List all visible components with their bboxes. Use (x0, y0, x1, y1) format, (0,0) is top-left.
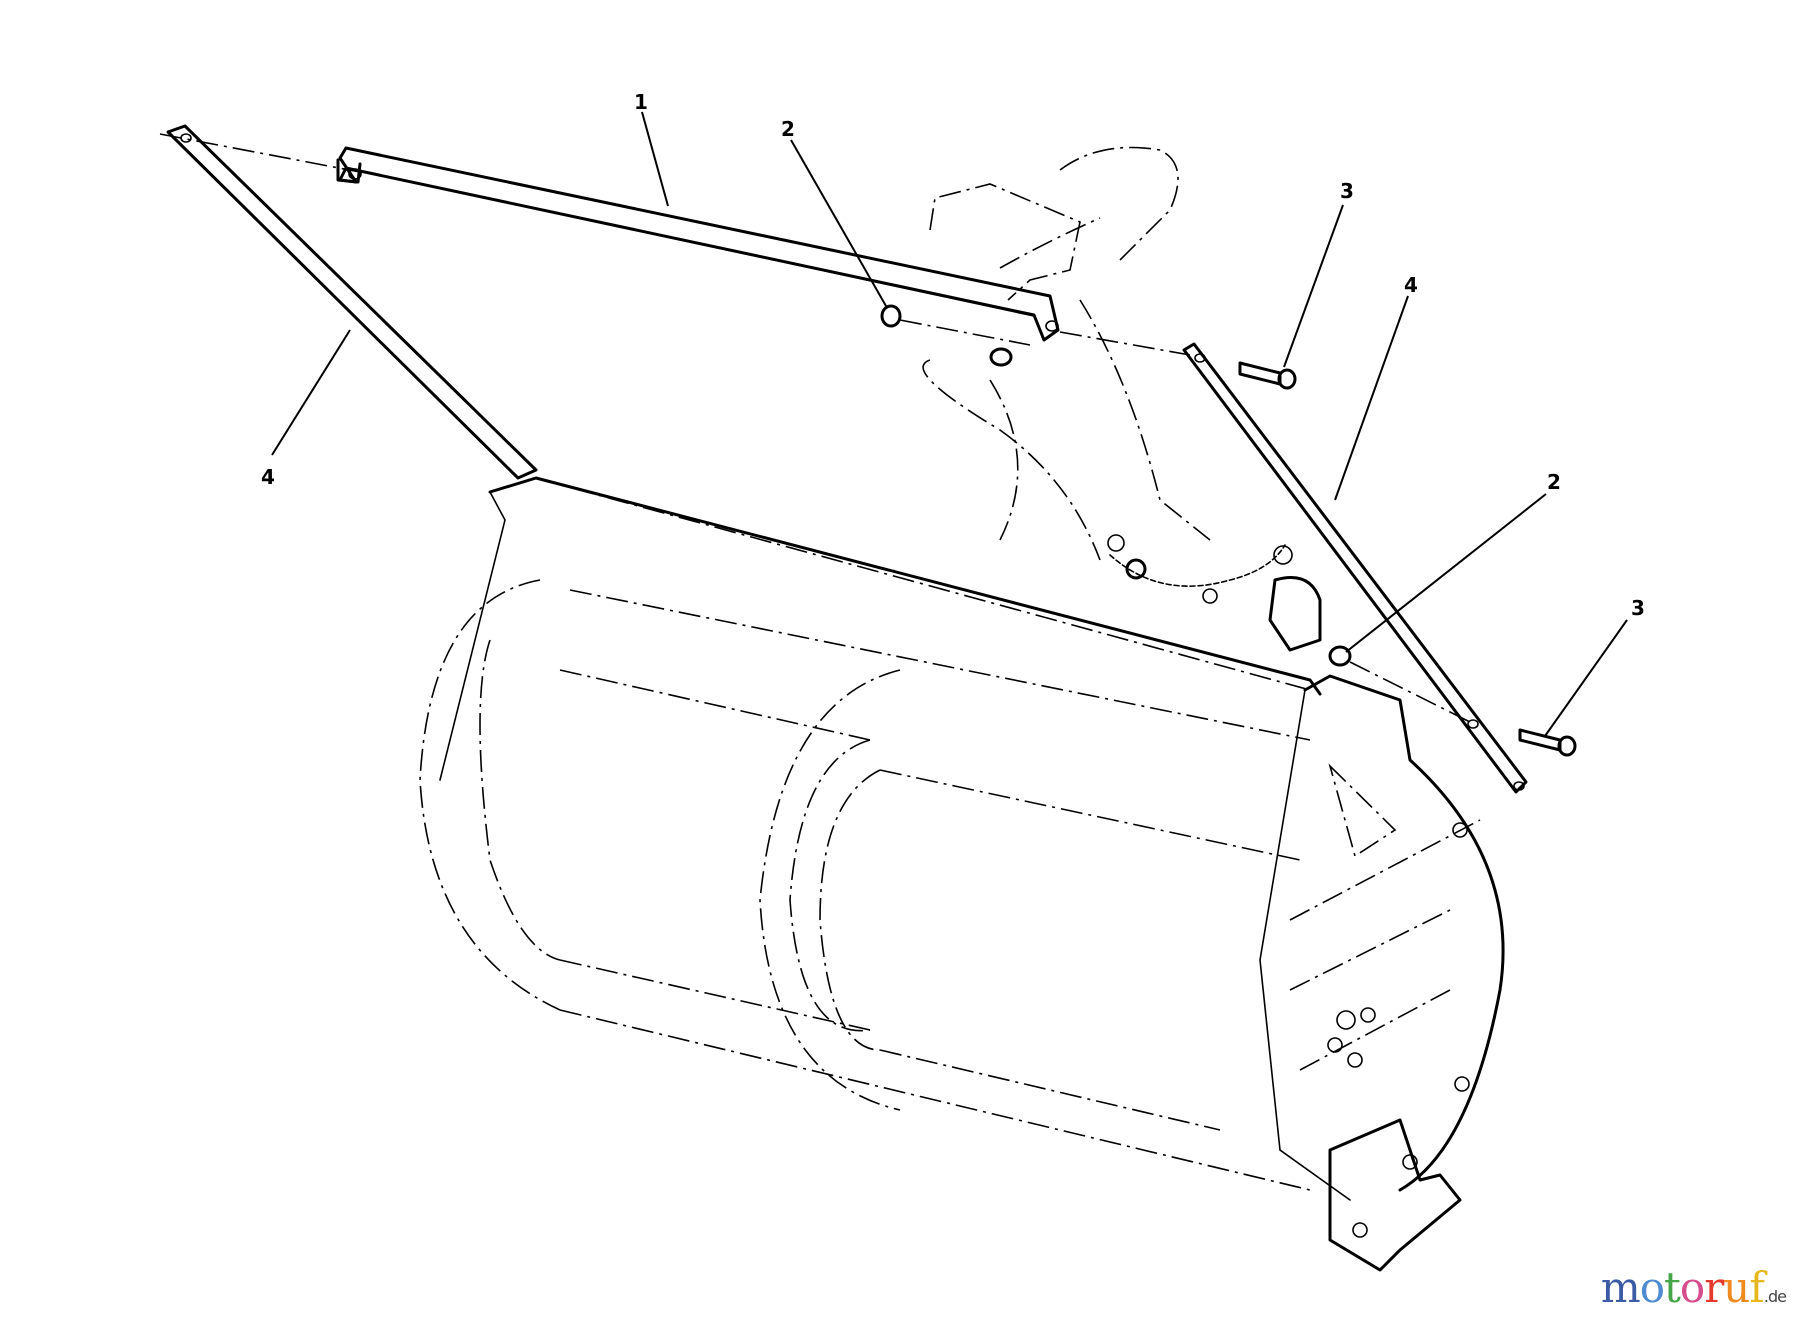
callout-2-top: 2 (781, 117, 795, 141)
watermark-letter: o (1679, 1263, 1705, 1312)
watermark-letter: o (1639, 1263, 1665, 1312)
watermark-letter: r (1704, 1263, 1724, 1312)
upper-brace-bar (336, 146, 1060, 342)
watermark-letter: f (1749, 1263, 1765, 1312)
watermark-tld: .de (1763, 1287, 1787, 1306)
auger-housing (419, 476, 1322, 1191)
right-brace-strap (1059, 331, 1528, 794)
carriage-bolt-top (1238, 361, 1297, 390)
callout-4-right: 4 (1404, 273, 1418, 297)
lock-nut-top (880, 304, 1031, 367)
watermark-letter: u (1723, 1263, 1750, 1312)
carriage-bolt-right (1518, 728, 1577, 757)
callout-1-top: 1 (634, 90, 648, 114)
left-brace-strap (159, 124, 538, 480)
discharge-chute (922, 146, 1211, 561)
leader-lines (271, 111, 1628, 737)
watermark-letter: m (1600, 1263, 1641, 1312)
watermark-logo: motoruf.de (1601, 1267, 1787, 1309)
chute-gear-rack (1107, 534, 1322, 652)
watermark-letter: t (1664, 1263, 1681, 1312)
right-side-plate (1259, 674, 1505, 1272)
callout-2-right: 2 (1547, 470, 1561, 494)
lock-nut-right (1328, 645, 1471, 723)
callout-4-left: 4 (261, 465, 275, 489)
callout-3-top: 3 (1340, 179, 1354, 203)
callout-3-right: 3 (1631, 596, 1645, 620)
